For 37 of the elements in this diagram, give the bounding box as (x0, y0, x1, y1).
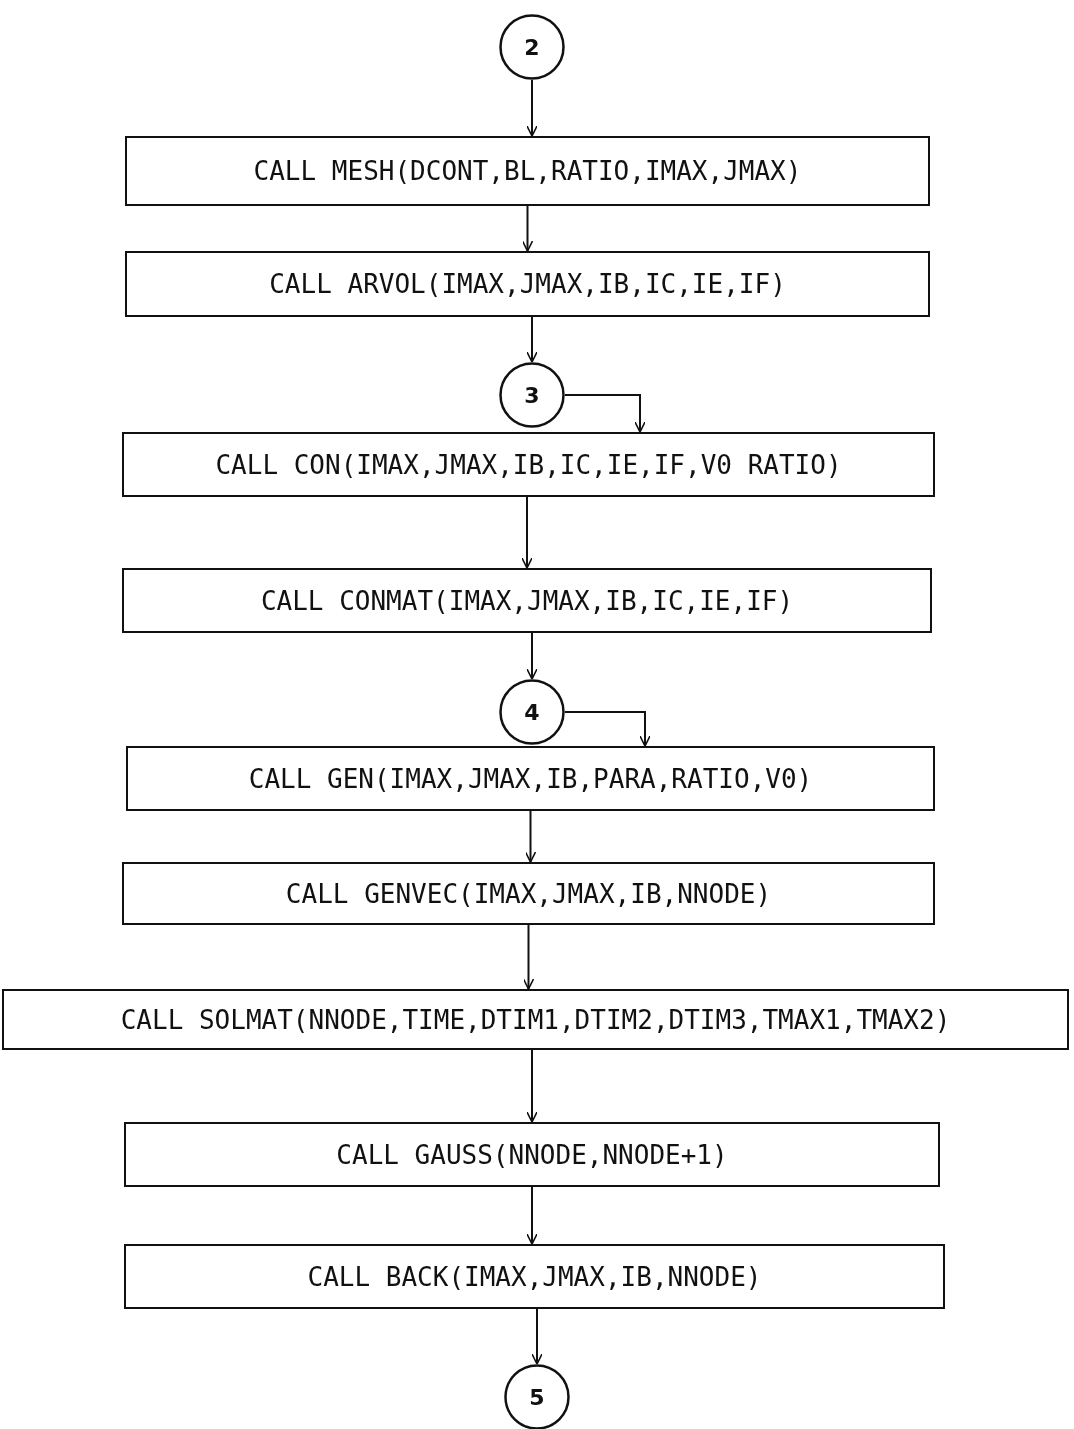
subroutine-call: CALL SOLMAT(NNODE,TIME,DTIM1,DTIM2,DTIM3,TMAX1,TMAX2) (120, 1004, 951, 1035)
process-box (125, 136, 930, 206)
subroutine-call: CALL CON(IMAX,JMAX,IB,IC,IE,IF,V0 RATIO) (215, 449, 842, 480)
arrow (526, 1186, 538, 1245)
subroutine-call: CALL MESH(DCONT,BL,RATIO,IMAX,JMAX) (253, 156, 802, 186)
arrow (526, 79, 538, 137)
arrow (524, 810, 537, 863)
arrow (564, 394, 646, 433)
process-box (126, 746, 935, 811)
connector-circle (499, 14, 565, 80)
process-box (124, 1244, 945, 1309)
connector-number: 2 (524, 34, 540, 60)
arrow (526, 1049, 538, 1123)
arrow (521, 496, 533, 569)
subroutine-call: CALL ARVOL(IMAX,JMAX,IB,IC,IE,IF) (269, 269, 786, 299)
connector-number: 4 (524, 699, 540, 725)
connector-circle (499, 362, 565, 428)
arrow (521, 205, 534, 252)
connector-number: 3 (524, 382, 540, 408)
subroutine-call: CALL GAUSS(NNODE,NNODE+1) (336, 1139, 728, 1170)
subroutine-call: CALL GENVEC(IMAX,JMAX,IB,NNODE) (285, 878, 772, 909)
process-box (125, 251, 930, 317)
arrow (526, 632, 538, 680)
process-box (122, 862, 935, 925)
connector-circle (499, 679, 565, 745)
arrow (564, 711, 651, 747)
arrow (531, 1308, 543, 1365)
arrow (522, 924, 535, 990)
process-box (122, 432, 935, 497)
process-box (122, 568, 932, 633)
subroutine-call: CALL BACK(IMAX,JMAX,IB,NNODE) (307, 1261, 762, 1292)
process-box (2, 989, 1069, 1050)
connector-number: 5 (529, 1384, 545, 1410)
arrow (526, 316, 538, 363)
subroutine-call: CALL CONMAT(IMAX,JMAX,IB,IC,IE,IF) (260, 585, 794, 616)
subroutine-call: CALL GEN(IMAX,JMAX,IB,PARA,RATIO,V0) (248, 763, 813, 794)
process-box (124, 1122, 940, 1187)
